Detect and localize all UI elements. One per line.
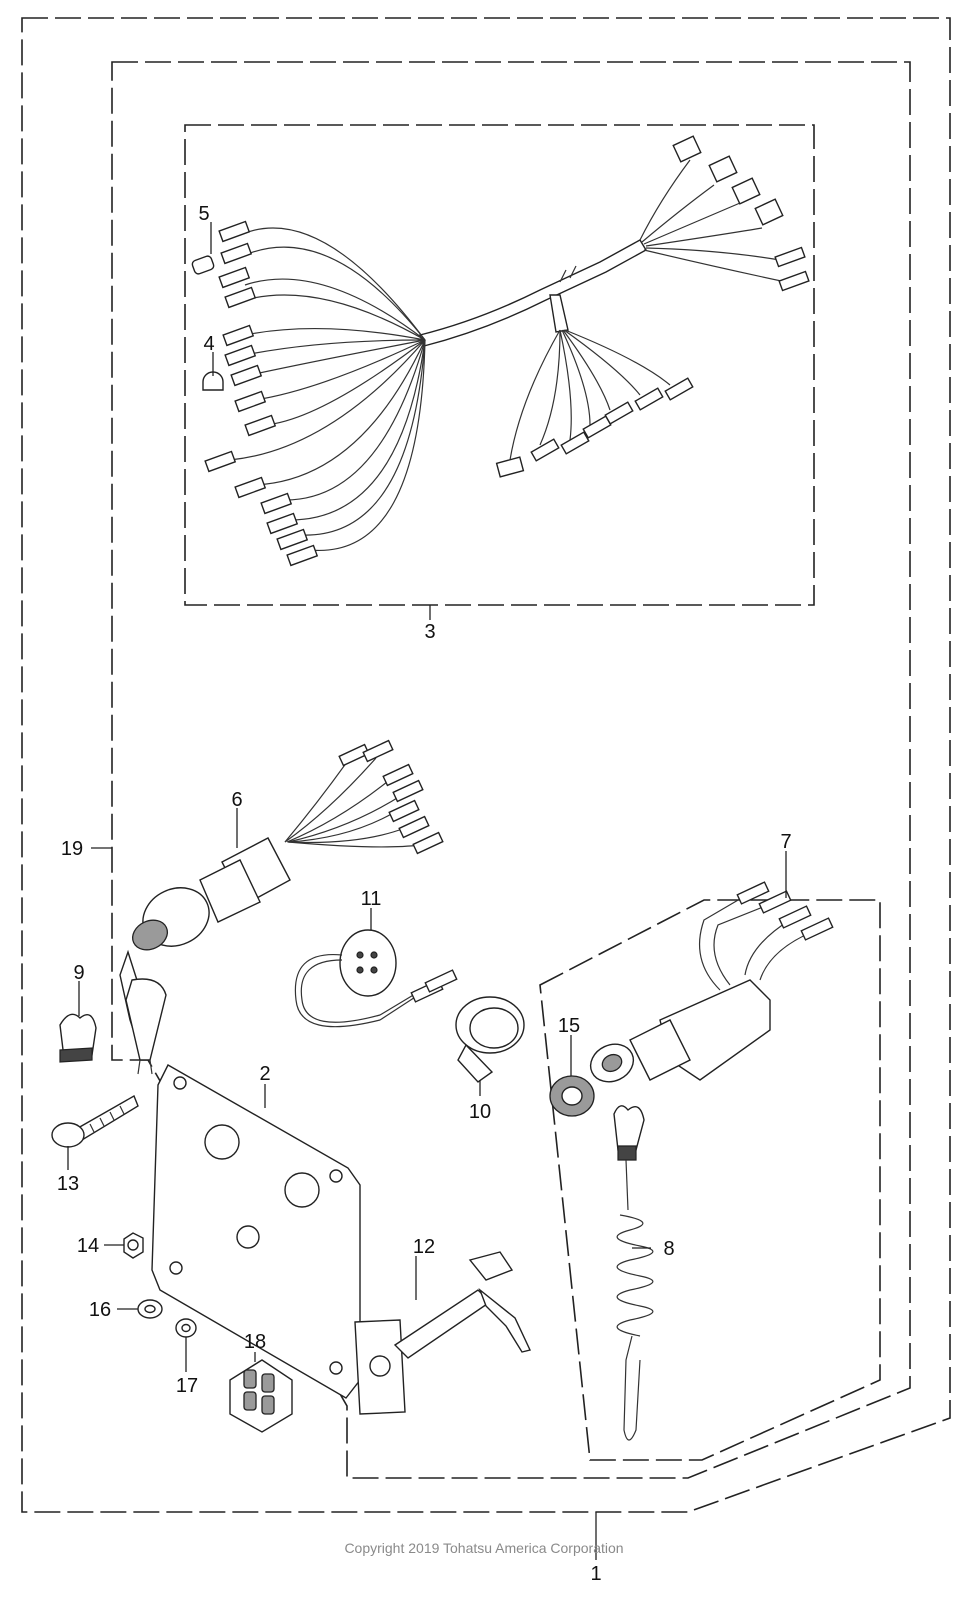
callout-12: 12 bbox=[413, 1236, 435, 1258]
cap-4 bbox=[202, 371, 224, 391]
copyright-notice: Copyright 2019 Tohatsu America Corporati… bbox=[344, 1540, 623, 1556]
callout-8: 8 bbox=[663, 1238, 674, 1260]
callout-5: 5 bbox=[198, 203, 209, 225]
outer-group-outline-1 bbox=[21, 17, 951, 1513]
callout-9: 9 bbox=[73, 962, 84, 984]
callout-3: 3 bbox=[424, 621, 435, 643]
clamp-10 bbox=[455, 996, 525, 1083]
callout-13: 13 bbox=[57, 1173, 79, 1195]
main-harness bbox=[204, 135, 810, 567]
washer-17 bbox=[175, 1318, 197, 1338]
screw-13 bbox=[51, 1094, 139, 1148]
callout-4: 4 bbox=[203, 333, 214, 355]
main-switch bbox=[119, 739, 444, 1075]
bracket-12 bbox=[354, 1251, 531, 1415]
callout-15: 15 bbox=[558, 1015, 580, 1037]
stop-switch-7 bbox=[589, 881, 834, 1083]
lanyard-8 bbox=[613, 1105, 654, 1441]
clip-9 bbox=[59, 1013, 97, 1063]
leader-lines bbox=[67, 222, 787, 1560]
callout-6: 6 bbox=[231, 789, 242, 811]
nut-15 bbox=[549, 1075, 595, 1117]
group-outline-7 bbox=[539, 899, 881, 1461]
group-outline-19 bbox=[111, 61, 911, 1479]
panel-plate-2 bbox=[151, 1064, 361, 1399]
callout-18: 18 bbox=[244, 1331, 266, 1353]
coupler-18 bbox=[229, 1359, 293, 1433]
callout-1: 1 bbox=[590, 1563, 601, 1585]
washer-16 bbox=[137, 1299, 163, 1319]
callout-10: 10 bbox=[469, 1101, 491, 1123]
callout-14: 14 bbox=[77, 1235, 99, 1257]
sleeve-5 bbox=[191, 255, 215, 275]
callout-17: 17 bbox=[176, 1375, 198, 1397]
callout-7: 7 bbox=[780, 831, 791, 853]
callout-11: 11 bbox=[361, 888, 382, 910]
nut-14 bbox=[123, 1232, 144, 1259]
plug-11 bbox=[294, 929, 458, 1028]
callout-16: 16 bbox=[89, 1299, 111, 1321]
callout-2: 2 bbox=[259, 1063, 270, 1085]
harness-box-3 bbox=[184, 124, 815, 606]
callout-19: 19 bbox=[61, 838, 83, 860]
